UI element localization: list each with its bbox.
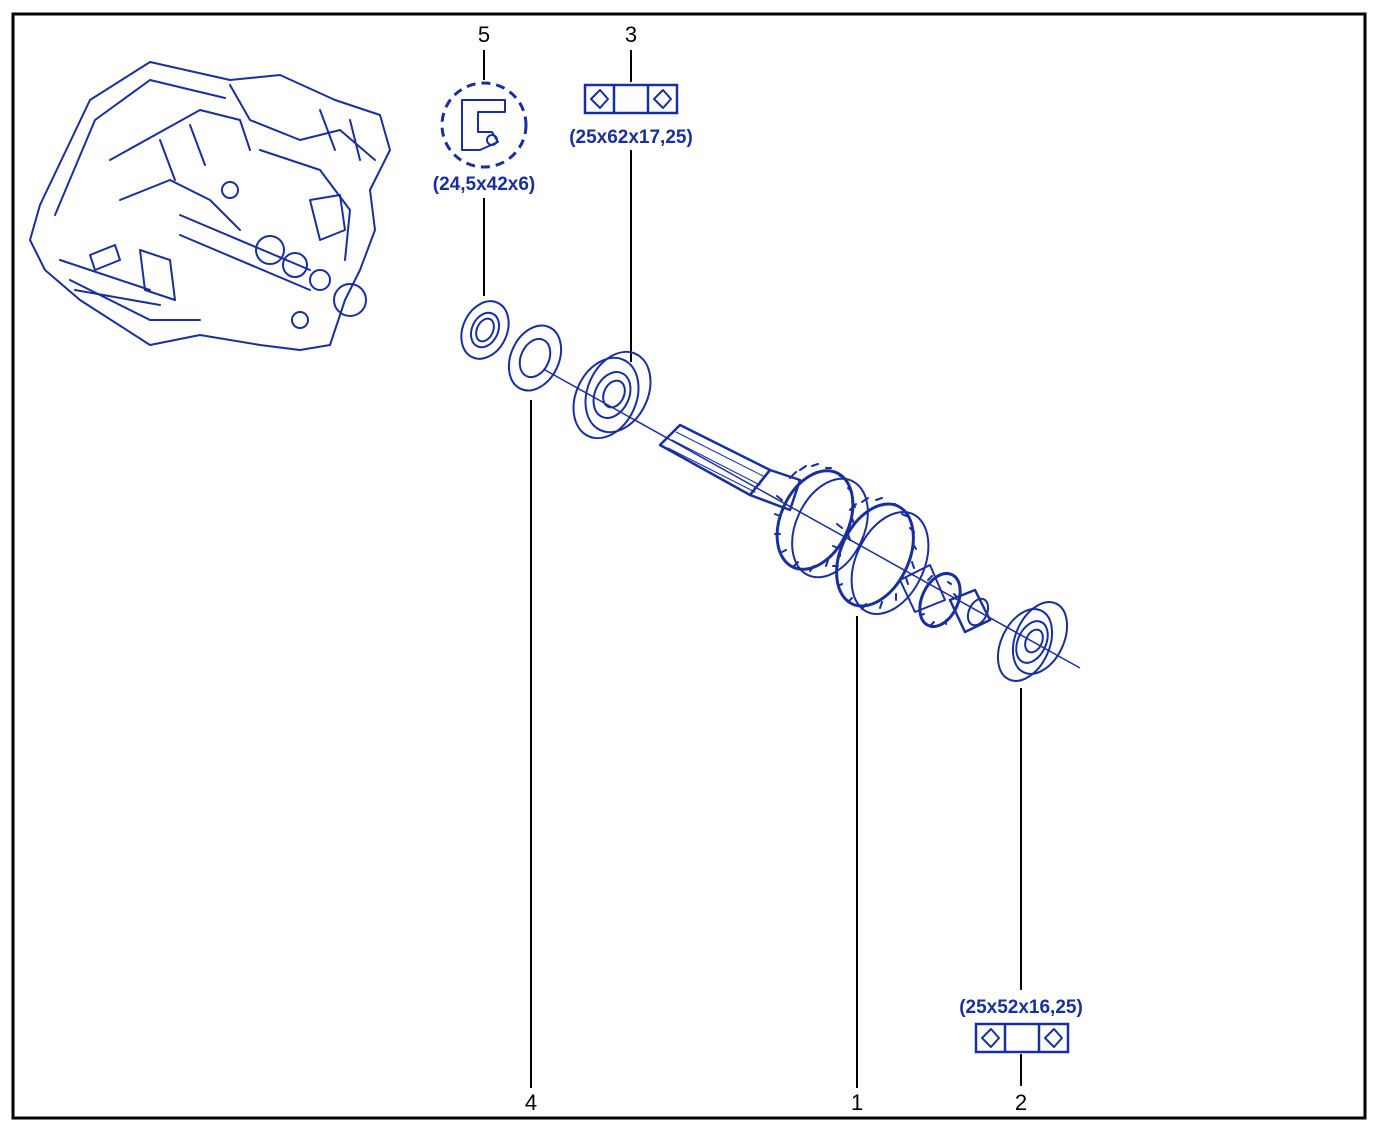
callout-number-5: 5 (478, 22, 490, 47)
bearing-3-callout: 3 (25x62x17,25) (569, 22, 693, 362)
primary-shaft-icon (658, 423, 992, 634)
bearing-2-size: (25x52x16,25) (959, 997, 1083, 1018)
diagram-frame (11, 12, 1367, 1120)
bearing-2-part (996, 601, 1069, 682)
primary-shaft-callout: 1 (851, 616, 863, 1115)
gearbox-overview-icon (29, 61, 391, 351)
bearing-3-size: (25x62x17,25) (569, 127, 693, 148)
callout-number-3: 3 (625, 22, 637, 47)
oil-seal-callout: 5 (24,5x42x6) (433, 22, 535, 296)
bearing-symbol-icon (974, 1022, 1070, 1054)
oil-seal-part (460, 300, 510, 360)
exploded-parts (460, 300, 1081, 682)
callout-number-2: 2 (1015, 1090, 1027, 1115)
spacer-washer-callout: 4 (525, 400, 537, 1115)
oil-seal-size: (24,5x42x6) (433, 174, 535, 195)
bearing-3-part (572, 350, 652, 440)
callout-number-4: 4 (525, 1090, 537, 1115)
spacer-washer-part (507, 324, 563, 392)
bearing-2-callout: (25x52x16,25) 2 (959, 688, 1083, 1115)
bearing-symbol-icon (583, 83, 679, 115)
oil-seal-icon (440, 81, 528, 169)
callout-number-1: 1 (851, 1090, 863, 1115)
